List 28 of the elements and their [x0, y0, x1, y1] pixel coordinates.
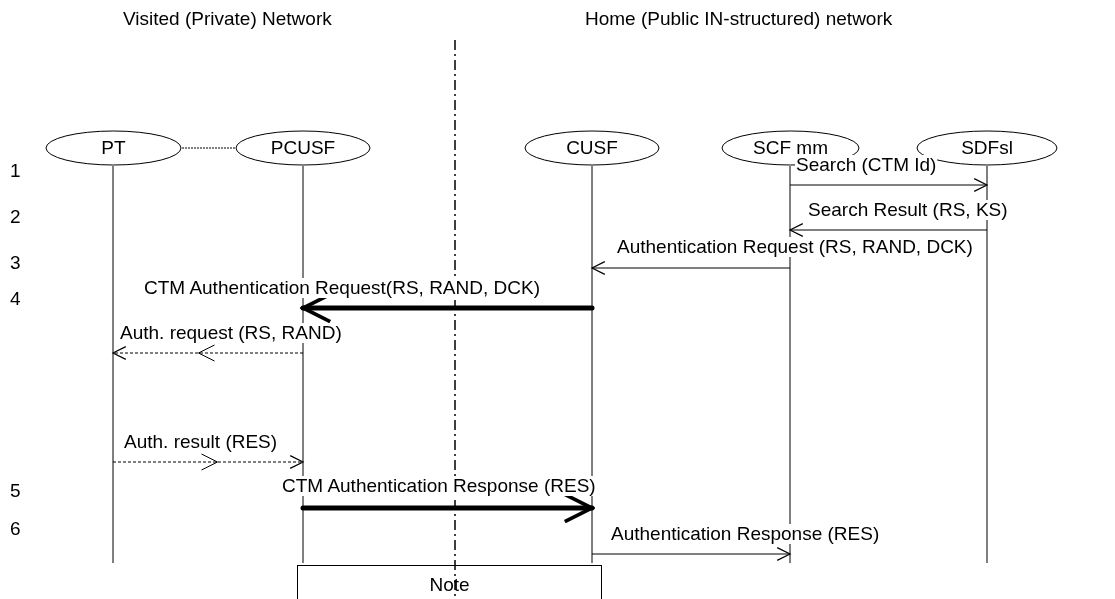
note-box — [297, 565, 602, 599]
step-number: 3 — [10, 252, 21, 274]
step-number: 6 — [10, 518, 21, 540]
network-heading: Visited (Private) Network — [123, 8, 332, 30]
node-label: PCUSF — [270, 136, 336, 160]
arrow — [112, 344, 304, 362]
node-label: PT — [101, 136, 126, 160]
message-label: Auth. result (RES) — [123, 432, 279, 452]
step-number: 1 — [10, 160, 21, 182]
arrow — [591, 261, 791, 275]
message-label: Search Result (RS, KS) — [807, 200, 1009, 220]
message-label: Auth. request (RS, RAND) — [119, 323, 343, 343]
arrow — [112, 453, 304, 471]
node-label: CUSF — [566, 136, 618, 160]
message-label: CTM Authentication Request(RS, RAND, DCK) — [143, 278, 541, 298]
arrow — [591, 547, 791, 561]
message-label: Search (CTM Id) — [795, 155, 938, 175]
step-number: 2 — [10, 206, 21, 228]
message-label: Authentication Response (RES) — [610, 524, 881, 544]
step-number: 4 — [10, 288, 21, 310]
message-label: Authentication Request (RS, RAND, DCK) — [616, 237, 974, 257]
step-number: 5 — [10, 480, 21, 502]
network-heading: Home (Public IN-structured) network — [585, 8, 893, 30]
connector-line — [181, 147, 236, 149]
node-label: SDFsl — [961, 136, 1013, 160]
arrow — [789, 223, 988, 237]
arrow — [789, 178, 988, 192]
message-label: CTM Authentication Response (RES) — [281, 476, 597, 496]
